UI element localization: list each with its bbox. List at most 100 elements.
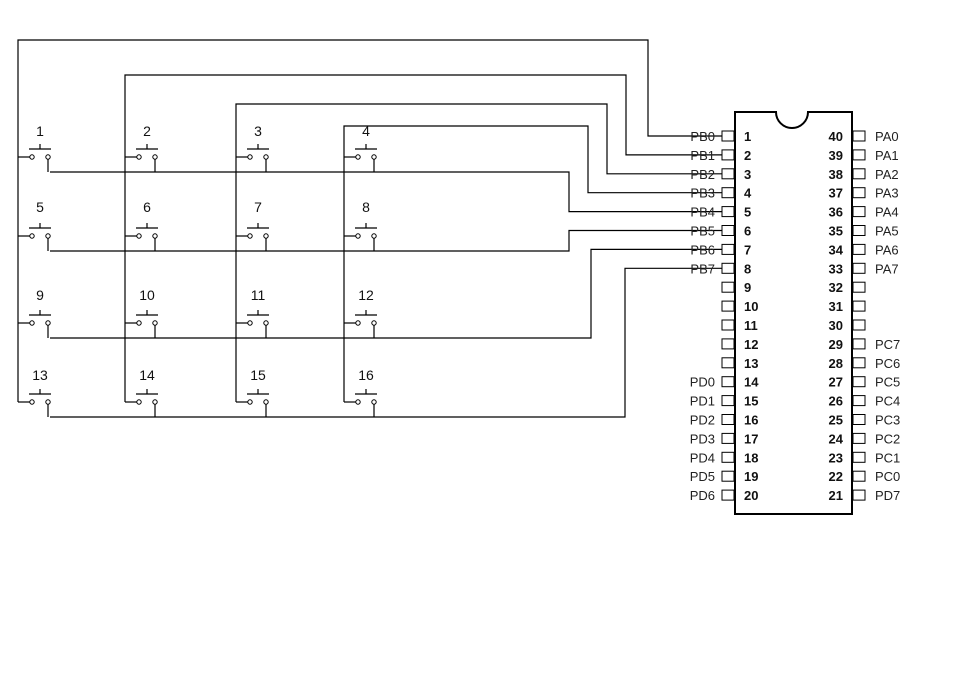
switch-contact-left xyxy=(247,320,253,326)
pin-label-PC7: PC7 xyxy=(875,337,900,352)
pin-pad-right-39 xyxy=(852,149,866,161)
switch-number-label: 16 xyxy=(358,367,374,383)
pin-label-PB0: PB0 xyxy=(690,129,715,144)
switch-number-label: 2 xyxy=(143,123,151,139)
switch-11: 11 xyxy=(236,287,269,338)
row-wire-PB5 xyxy=(50,229,722,252)
switch-7: 7 xyxy=(236,199,269,251)
switch-contact-left xyxy=(136,320,142,326)
pin-pad-left-4 xyxy=(721,187,735,199)
pin-number-7: 7 xyxy=(744,242,751,257)
pin-number-14: 14 xyxy=(744,375,759,390)
pin-pad-left-17 xyxy=(721,432,735,444)
switch-contact-left xyxy=(247,233,253,239)
pin-number-11: 11 xyxy=(744,318,758,333)
pin-number-9: 9 xyxy=(744,280,751,295)
column-wire-PB2 xyxy=(235,103,722,402)
pin-label-PC2: PC2 xyxy=(875,431,900,446)
pin-label-PA0: PA0 xyxy=(875,129,899,144)
pin-label-PA1: PA1 xyxy=(875,148,899,163)
pin-pad-left-14 xyxy=(721,376,735,388)
switch-6: 6 xyxy=(125,199,158,251)
pin-number-28: 28 xyxy=(829,356,843,371)
pin-pad-right-22 xyxy=(852,470,866,482)
pin-number-31: 31 xyxy=(829,299,843,314)
pin-label-PC6: PC6 xyxy=(875,356,900,371)
pin-number-2: 2 xyxy=(744,148,751,163)
switch-contact-right xyxy=(371,320,377,326)
pin-label-PA7: PA7 xyxy=(875,261,899,276)
switch-contact-right xyxy=(263,399,269,405)
pin-pad-right-34 xyxy=(852,243,866,255)
pin-number-21: 21 xyxy=(829,488,843,503)
switch-contact-right xyxy=(152,233,158,239)
pin-number-36: 36 xyxy=(829,205,843,220)
pin-label-PD5: PD5 xyxy=(690,469,715,484)
switch-8: 8 xyxy=(344,199,377,251)
switch-contact-right xyxy=(152,399,158,405)
pin-number-26: 26 xyxy=(829,394,843,409)
row-wire-PB6 xyxy=(50,248,722,339)
pin-label-PC4: PC4 xyxy=(875,394,900,409)
pin-label-PC3: PC3 xyxy=(875,413,900,428)
switch-15: 15 xyxy=(236,367,269,417)
pin-pad-left-18 xyxy=(721,451,735,463)
pin-label-PA2: PA2 xyxy=(875,167,899,182)
pin-number-24: 24 xyxy=(829,431,844,446)
pin-number-17: 17 xyxy=(744,431,758,446)
row-wire-PB4 xyxy=(50,171,722,213)
switch-10: 10 xyxy=(125,287,158,338)
pin-label-PD3: PD3 xyxy=(690,431,715,446)
pin-number-30: 30 xyxy=(829,318,843,333)
switch-contact-left xyxy=(247,154,253,160)
switch-contact-right xyxy=(263,233,269,239)
column-wire-PB0 xyxy=(17,39,722,402)
pin-pad-right-24 xyxy=(852,432,866,444)
column-wire-PB1 xyxy=(124,74,722,402)
switch-contact-left xyxy=(136,154,142,160)
switch-number-label: 11 xyxy=(251,287,266,303)
pin-number-37: 37 xyxy=(829,186,843,201)
pin-number-27: 27 xyxy=(829,375,843,390)
pin-label-PA3: PA3 xyxy=(875,186,899,201)
pin-pad-left-6 xyxy=(721,225,735,236)
pin-number-34: 34 xyxy=(829,242,844,257)
pin-pad-left-12 xyxy=(721,338,735,350)
ic-body xyxy=(734,111,853,515)
pin-number-38: 38 xyxy=(829,167,843,182)
pin-pad-right-30 xyxy=(852,319,866,331)
switch-contact-right xyxy=(45,154,51,160)
pin-pad-right-26 xyxy=(852,395,866,407)
row-wire-PB7 xyxy=(50,267,722,418)
pin-label-PC1: PC1 xyxy=(875,450,900,465)
switch-13: 13 xyxy=(18,367,51,417)
switch-number-label: 15 xyxy=(250,367,266,383)
pin-number-40: 40 xyxy=(829,129,843,144)
switch-contact-right xyxy=(45,233,51,239)
switch-contact-right xyxy=(263,154,269,160)
pin-label-PD0: PD0 xyxy=(690,375,715,390)
pin-label-PD4: PD4 xyxy=(690,450,715,465)
pin-pad-left-3 xyxy=(721,168,735,180)
pin-number-6: 6 xyxy=(744,224,751,239)
switch-contact-left xyxy=(247,399,253,405)
switch-number-label: 5 xyxy=(36,199,44,215)
pin-pad-right-35 xyxy=(852,225,866,236)
pin-label-PC5: PC5 xyxy=(875,375,900,390)
pin-label-PB1: PB1 xyxy=(690,148,715,163)
switch-number-label: 12 xyxy=(358,287,374,303)
switch-contact-left xyxy=(355,320,361,326)
switch-contact-right xyxy=(371,233,377,239)
switch-contact-right xyxy=(45,320,51,326)
pin-pad-left-19 xyxy=(721,470,735,482)
switch-number-label: 10 xyxy=(139,287,155,303)
pin-label-PB3: PB3 xyxy=(690,186,715,201)
pin-number-23: 23 xyxy=(829,450,843,465)
switch-1: 1 xyxy=(18,123,51,172)
pin-pad-left-13 xyxy=(721,357,735,369)
pin-label-PD1: PD1 xyxy=(690,394,715,409)
switch-number-label: 9 xyxy=(36,287,44,303)
column-wire-PB3 xyxy=(343,125,722,402)
pin-pad-left-7 xyxy=(721,243,735,255)
